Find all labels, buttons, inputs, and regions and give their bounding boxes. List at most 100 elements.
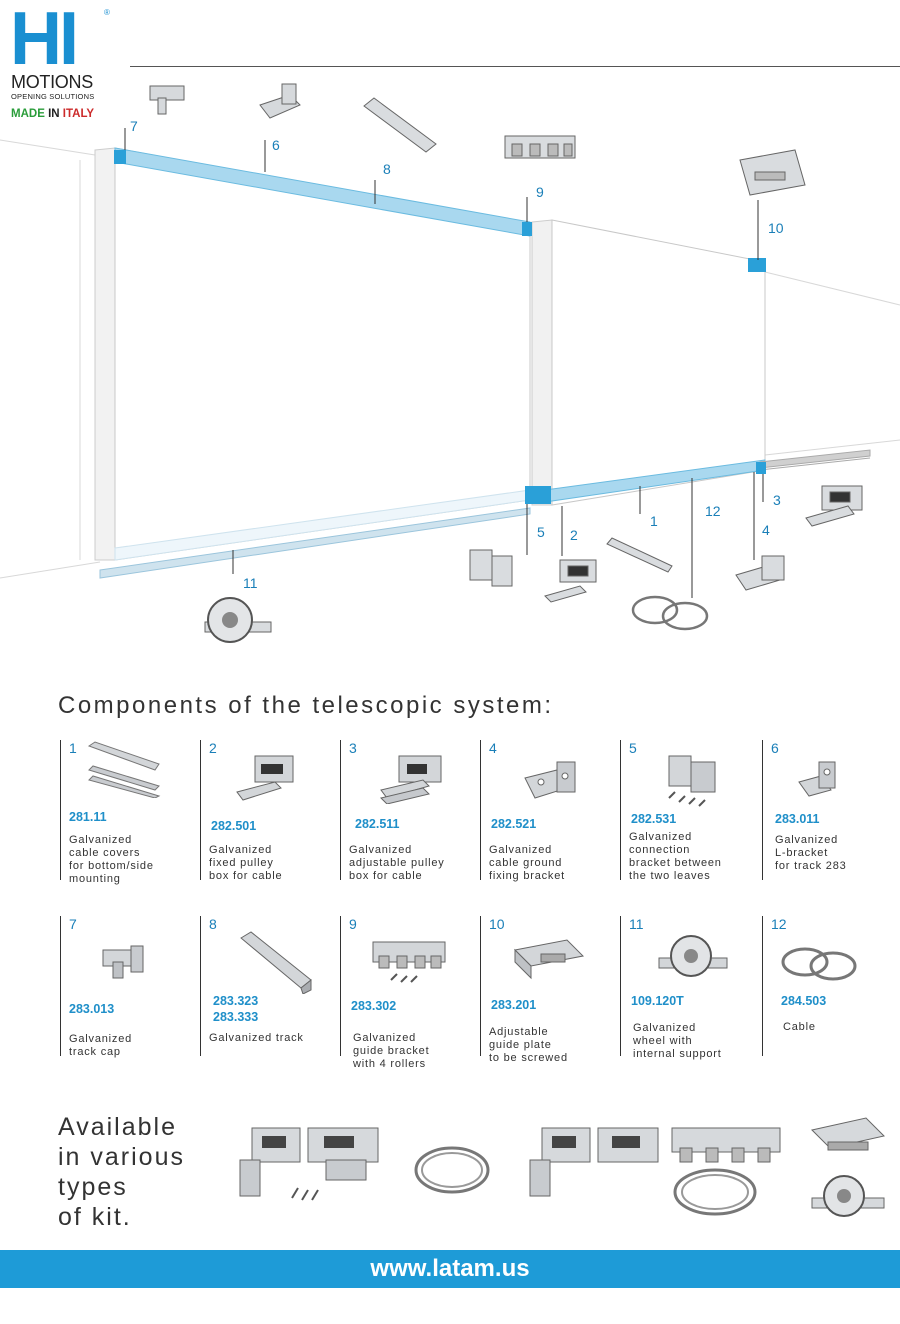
component-number: 4	[489, 740, 497, 756]
component-number: 10	[489, 916, 505, 932]
component-number: 7	[69, 916, 77, 932]
telescopic-door-diagram	[0, 83, 900, 643]
footer-bar	[0, 1250, 900, 1288]
fitting-markers	[114, 150, 766, 504]
kits-line: in various	[58, 1143, 185, 1171]
component-description: Galvanized L-bracket for track 283	[775, 834, 900, 873]
component-card-11: 11 109.120T Galvanized wheel with intern…	[620, 916, 757, 1060]
component-description: Adjustable guide plate to be screwed	[489, 1026, 619, 1065]
desc-line: Galvanized	[69, 1033, 133, 1045]
component-number: 12	[771, 916, 787, 932]
desc-line: Galvanized	[775, 834, 839, 846]
desc-line: Galvanized	[209, 844, 273, 856]
made-word: MADE	[11, 108, 45, 120]
component-card-2: 2 282.501 Galvanized fixed pulley box fo…	[200, 740, 337, 882]
component-number: 3	[349, 740, 357, 756]
right-door-leaf	[531, 219, 766, 506]
ground-bracket-image	[524, 761, 576, 799]
component-card-5: 5 282.531 Galvanized connection bracket …	[620, 740, 759, 883]
component-code: 283.323	[213, 994, 259, 1008]
room-walls	[0, 139, 900, 579]
desc-line: Galvanized	[629, 831, 693, 843]
part-connection-bracket-sketch	[469, 549, 513, 587]
track-cap-image	[102, 945, 144, 979]
part-adjustable-pulley-sketch	[805, 485, 863, 527]
component-code-alt: 283.333	[213, 1010, 259, 1024]
kits-line: of kit.	[58, 1203, 132, 1231]
kits-line: types	[58, 1173, 128, 1201]
desc-line: Galvanized	[489, 844, 553, 856]
brand-tagline: OPENING SOLUTIONS	[11, 92, 95, 101]
desc-line: adjustable pulley	[349, 857, 445, 869]
component-card-12: 12 284.503 Cable	[762, 916, 893, 1056]
cable-image	[781, 947, 857, 981]
component-description: Galvanized track	[209, 1032, 339, 1045]
component-card-9: 9 283.302 Galvanized guide bracket with …	[340, 916, 477, 1070]
website-link[interactable]: www.latam.us	[370, 1255, 530, 1282]
desc-line: with 4 rollers	[353, 1058, 426, 1070]
part-cable-sketch	[631, 595, 709, 631]
component-card-3: 3 282.511 Galvanized adjustable pulley b…	[340, 740, 477, 882]
callout-9: 9	[536, 184, 544, 200]
component-number: 8	[209, 916, 217, 932]
callout-8: 8	[383, 161, 391, 177]
callout-5: 5	[537, 524, 545, 540]
part-track-sketch	[363, 97, 437, 153]
component-description: Galvanized guide bracket with 4 rollers	[353, 1032, 483, 1071]
component-code: 283.011	[775, 812, 820, 826]
desc-line: box for cable	[349, 870, 423, 882]
desc-line: L-bracket	[775, 847, 829, 859]
component-code: 282.521	[491, 817, 537, 831]
part-fixed-pulley-sketch	[544, 559, 597, 603]
desc-line: internal support	[633, 1048, 722, 1060]
header-rule	[130, 66, 900, 67]
fixed-pulley-image	[236, 755, 294, 801]
desc-line: the two leaves	[629, 870, 711, 882]
kits-line: Available	[58, 1113, 178, 1141]
desc-line: cable ground	[489, 857, 563, 869]
made-in-italy: MADE IN ITALY	[11, 108, 94, 120]
components-title: Components of the telescopic system:	[58, 692, 554, 719]
desc-line: to be screwed	[489, 1052, 568, 1064]
wheel-image	[658, 935, 728, 977]
guide-bracket-image	[372, 941, 446, 983]
brand-name: MOTIONS	[11, 72, 93, 92]
component-number: 2	[209, 740, 217, 756]
kit-2-image	[529, 1127, 781, 1216]
desc-line: Galvanized	[353, 1032, 417, 1044]
guide-plate-image	[513, 939, 585, 980]
component-card-7: 7 283.013 Galvanized track cap	[60, 916, 197, 1058]
component-code: 282.501	[211, 819, 257, 833]
kit-extra-parts-image	[811, 1117, 885, 1217]
adjustable-pulley-image	[380, 755, 442, 804]
part-track-cap-sketch	[149, 85, 185, 115]
desc-line: fixed pulley	[209, 857, 274, 869]
leader-lines	[124, 128, 764, 598]
component-number: 5	[629, 740, 637, 756]
component-code: 282.511	[355, 817, 400, 831]
component-number: 1	[69, 740, 77, 756]
bottom-tracks	[99, 449, 871, 579]
component-card-1: 1 281.11 Galvanized cable covers for bot…	[60, 740, 197, 885]
part-guide-bracket-sketch	[504, 135, 576, 159]
desc-line: Cable	[783, 1021, 816, 1033]
callout-3: 3	[773, 492, 781, 508]
left-door-leaf	[94, 147, 531, 561]
desc-line: bracket between	[629, 857, 722, 869]
component-code: 281.11	[69, 810, 107, 824]
callout-1: 1	[650, 513, 658, 529]
callout-10: 10	[768, 220, 784, 236]
italy-word: ITALY	[62, 108, 95, 120]
callout-6: 6	[272, 137, 280, 153]
component-number: 6	[771, 740, 779, 756]
desc-line: Galvanized	[349, 844, 413, 856]
part-wheel-sketch	[204, 597, 272, 643]
component-card-6: 6 283.011 Galvanized L-bracket for track…	[762, 740, 893, 880]
connection-bracket-image	[668, 755, 716, 807]
component-description: Galvanized connection bracket between th…	[629, 831, 759, 883]
desc-line: mounting	[69, 873, 121, 885]
component-card-10: 10 283.201 Adjustable guide plate to be …	[480, 916, 617, 1064]
kits-heading: Available in various types of kit.	[58, 1112, 185, 1232]
desc-line: Galvanized track	[209, 1032, 304, 1044]
callout-7: 7	[130, 118, 138, 134]
